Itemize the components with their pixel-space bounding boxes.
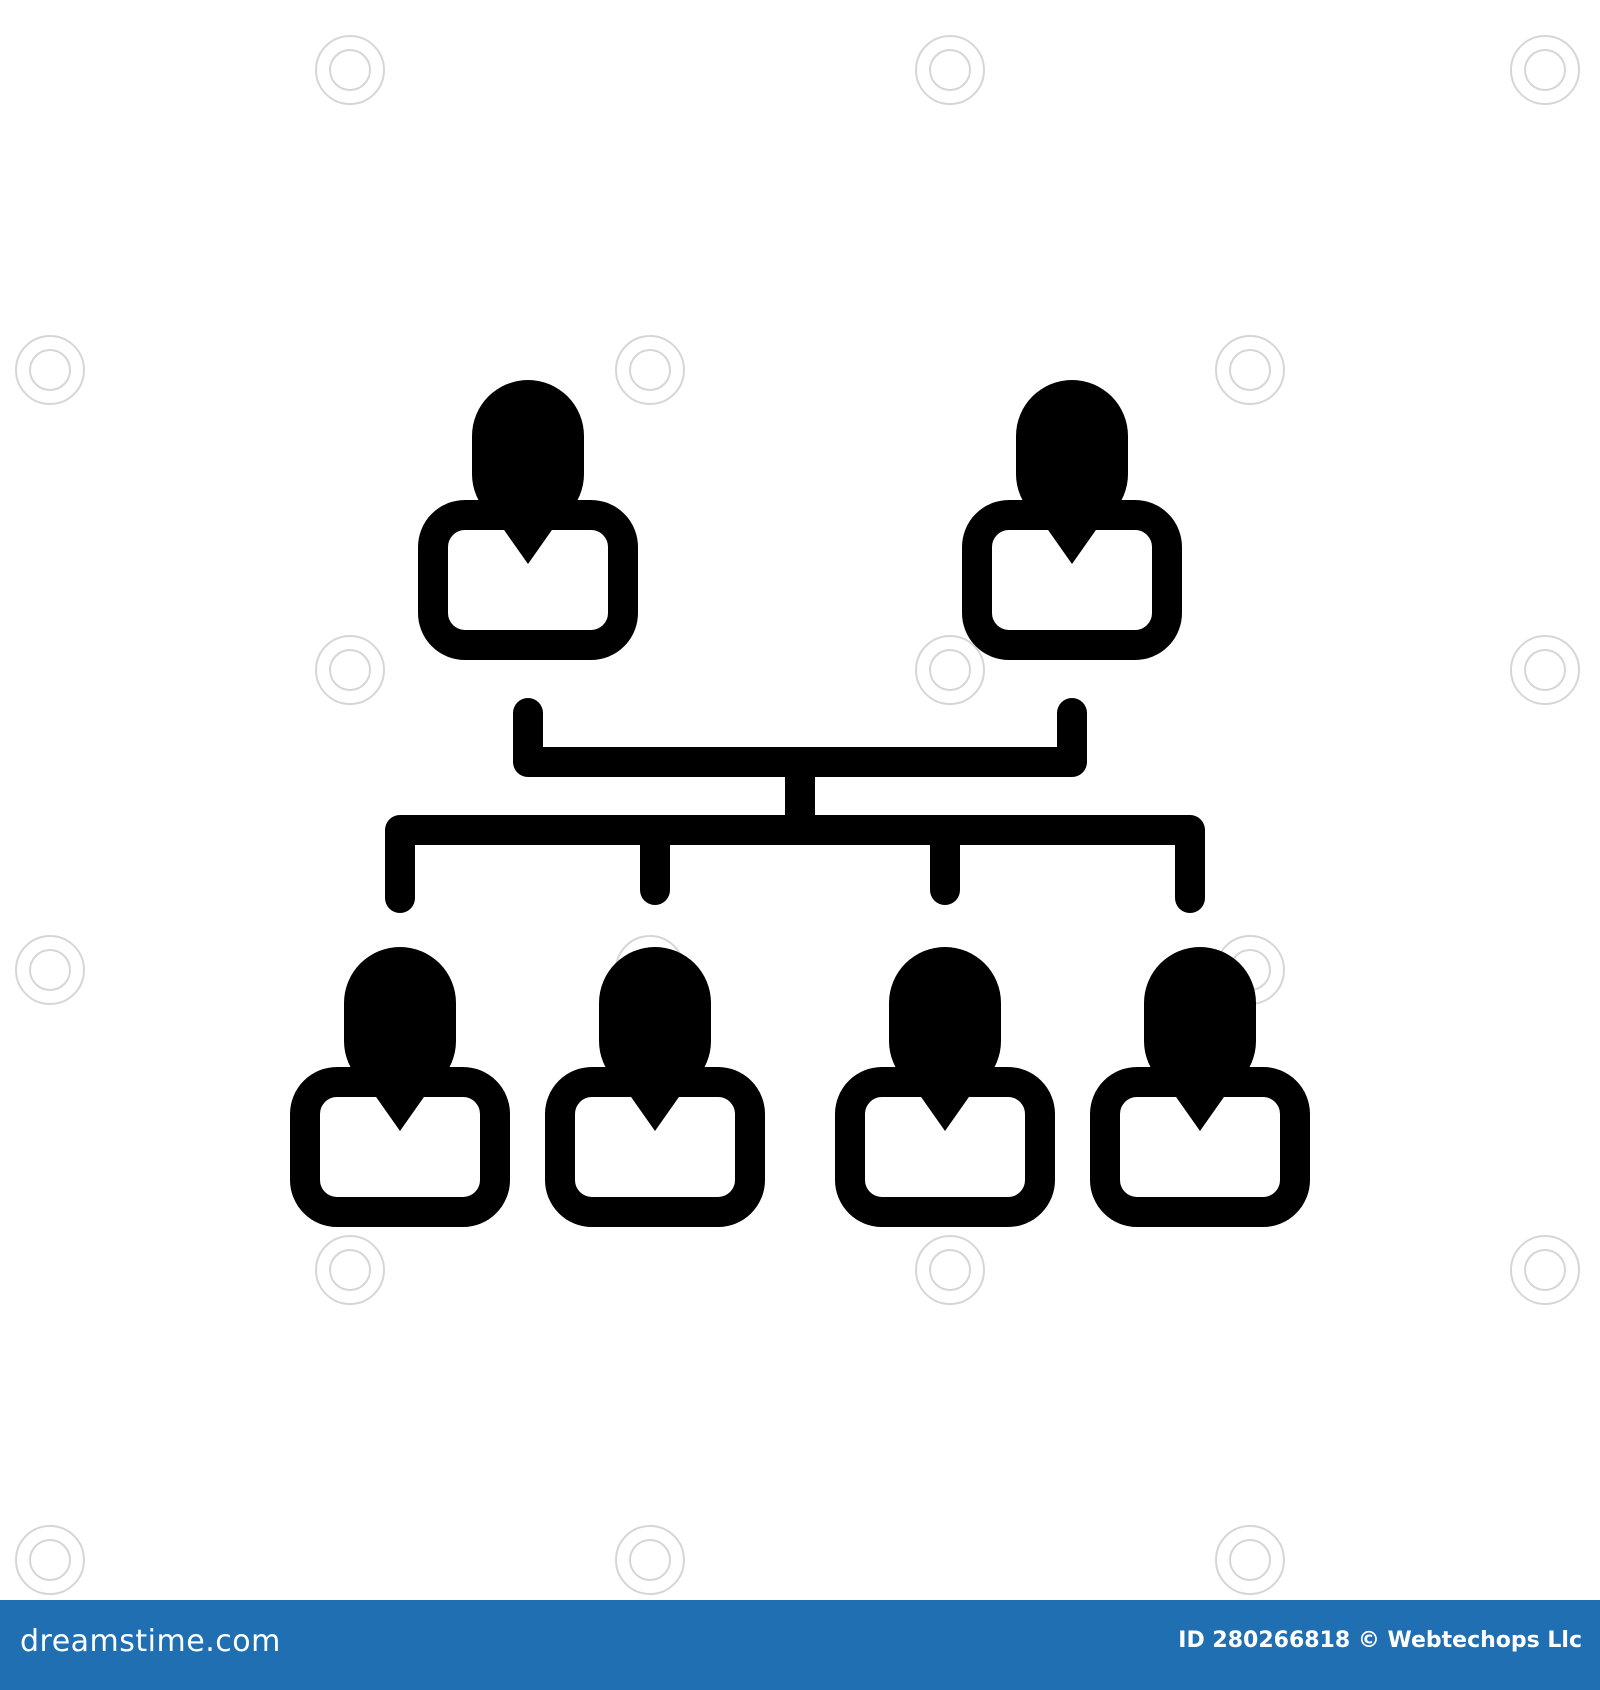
image-credit: ID 280266818 © Webtechops Llc [1178, 1628, 1582, 1653]
person-bottom-1 [305, 947, 495, 1212]
org-chart-illustration [0, 0, 1600, 1600]
person-bottom-3 [850, 947, 1040, 1212]
footer-bar: dreamstime.com ID 280266818 © Webtechops… [0, 1600, 1600, 1690]
person-top-right [977, 380, 1167, 645]
connector-lines [385, 698, 1205, 913]
person-bottom-4 [1105, 947, 1295, 1212]
person-bottom-2 [560, 947, 750, 1212]
brand-logo[interactable]: dreamstime.com [20, 1624, 281, 1659]
person-top-left [433, 380, 623, 645]
